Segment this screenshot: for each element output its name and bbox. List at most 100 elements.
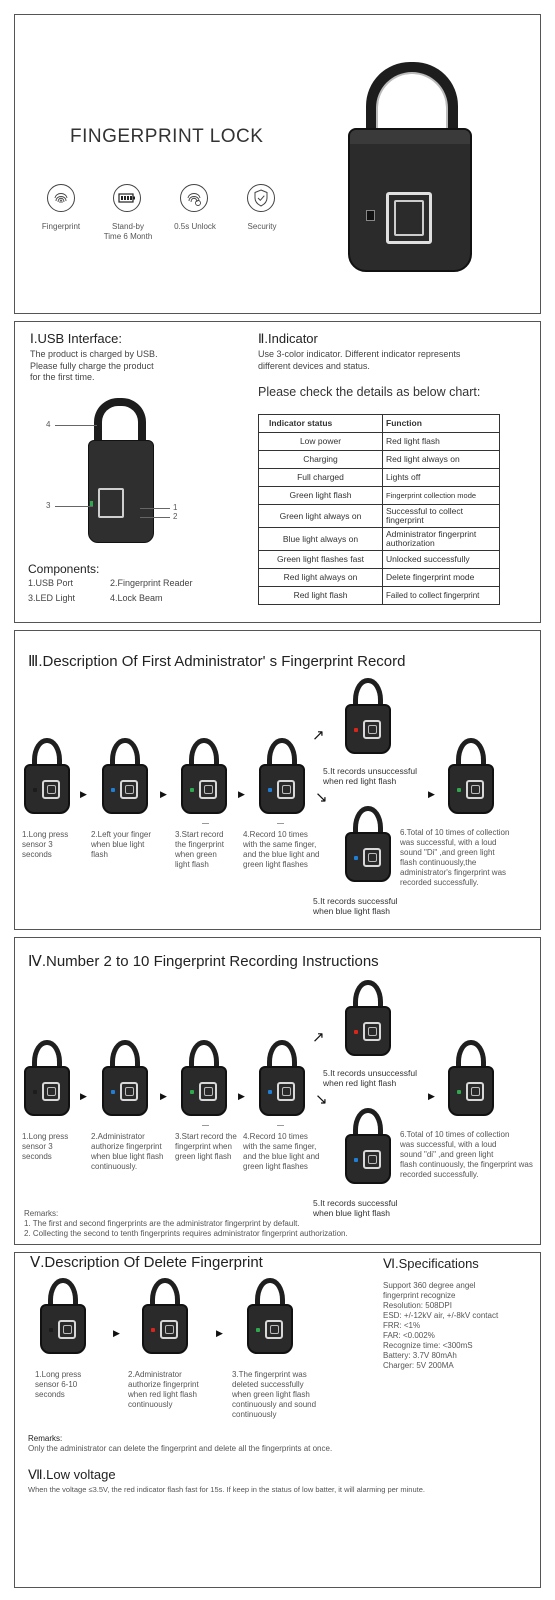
table-cell: Green light flash: [258, 486, 383, 505]
step-label: 1.Long press sensor 3 seconds: [22, 1132, 69, 1161]
fingerprint-icon: [47, 184, 75, 212]
table-cell: Full charged: [258, 468, 383, 487]
lock-step-3: [181, 1040, 227, 1116]
arrow-up-right-icon: ↗: [312, 727, 325, 744]
arrow-down-right-icon: ↘: [315, 789, 328, 806]
lock-success: [345, 1108, 391, 1184]
step-label: 1.Long press sensor 3 seconds: [22, 830, 69, 859]
feature-label-standby: Stand-by Time 6 Month: [103, 222, 153, 241]
hero-lock-image: [348, 62, 472, 272]
step-label: 5.It records unsuccessful when red light…: [323, 766, 418, 786]
lock-fail: [345, 980, 391, 1056]
delete-specs-panel: [14, 1252, 541, 1588]
dash: —: [202, 1122, 209, 1129]
callout-line-2: [140, 517, 170, 518]
next-arrow-icon: ▶: [238, 1091, 245, 1101]
specs-heading: Ⅵ.Specifications: [383, 1256, 479, 1271]
next-arrow-icon: ▶: [216, 1328, 223, 1338]
arrow-up-right-icon: ↗: [312, 1029, 325, 1046]
component-3: 3.LED Light: [28, 593, 76, 603]
section3-heading: Ⅲ.Description Of First Administrator' s …: [28, 653, 406, 670]
callout-4: 4: [46, 420, 51, 429]
lock-step-1: [24, 738, 70, 814]
lowvoltage-text: When the voltage ≤3.5V, the red indicato…: [28, 1485, 425, 1494]
table-cell: Low power: [258, 432, 383, 451]
step-label: 4.Record 10 times with the same finger, …: [243, 1132, 320, 1171]
step-label: 2.Administrator authorize fingerprint wh…: [128, 1370, 199, 1409]
step-label: 3.Start record the fingerprint when gree…: [175, 830, 224, 869]
step-label: 2.Administrator authorize fingerprint wh…: [91, 1132, 164, 1171]
table-cell: Administrator fingerprint authorization: [382, 527, 500, 551]
battery-icon: [113, 184, 141, 212]
lock-step-2: [102, 738, 148, 814]
table-cell: Red light always on: [382, 450, 500, 469]
lock-step-4: [259, 1040, 305, 1116]
indicator-text: Use 3-color indicator. Different indicat…: [258, 349, 461, 371]
step-label: 4.Record 10 times with the same finger, …: [243, 830, 320, 869]
next-arrow-icon: ▶: [80, 789, 87, 799]
arrow-down-right-icon: ↘: [315, 1091, 328, 1108]
first-admin-panel: [14, 630, 541, 930]
step-label: 5.It records successful when blue light …: [313, 1198, 398, 1218]
usb-indicator-panel: [14, 321, 541, 623]
dash: —: [202, 820, 209, 827]
feature-label-fingerprint: Fingerprint: [41, 222, 81, 231]
next-arrow-icon: ▶: [160, 789, 167, 799]
fingerprint-unlock-icon: [180, 184, 208, 212]
step-label: 5.It records unsuccessful when red light…: [323, 1068, 418, 1088]
section4-remarks: 1. The first and second fingerprints are…: [24, 1219, 348, 1238]
table-cell: Lights off: [382, 468, 500, 487]
table-cell: Green light always on: [258, 504, 383, 528]
table-cell: Green light flashes fast: [258, 550, 383, 569]
lock-step-4: [259, 738, 305, 814]
components-title: Components:: [28, 562, 100, 576]
callout-2: 2: [173, 512, 178, 521]
lock-delete-2: [142, 1278, 188, 1354]
table-cell: Fingerprint collection mode: [382, 486, 500, 505]
lock-final: [448, 738, 494, 814]
next-arrow-icon: ▶: [428, 1091, 435, 1101]
lock-fail: [345, 678, 391, 754]
step-label: 2.Left your finger when blue light flash: [91, 830, 152, 859]
step-label: 6.Total of 10 times of collection was su…: [400, 828, 510, 887]
usb-lock-image: [88, 398, 154, 543]
page-title: FINGERPRINT LOCK: [70, 126, 264, 147]
lock-success: [345, 806, 391, 882]
table-cell: Unlocked successfully: [382, 550, 500, 569]
step-label: 1.Long press sensor 6-10 seconds: [35, 1370, 82, 1399]
component-2: 2.Fingerprint Reader: [110, 578, 193, 588]
table-header-row: Indicator status Function: [258, 414, 500, 433]
table-cell: Blue light always on: [258, 527, 383, 551]
lock-delete-1: [40, 1278, 86, 1354]
indicator-heading: Ⅱ.Indicator: [258, 331, 318, 346]
shield-check-icon: [247, 184, 275, 212]
section4-remarks-title: Remarks:: [24, 1209, 59, 1218]
callout-line-1: [140, 508, 170, 509]
callout-1: 1: [173, 503, 178, 512]
table-cell: Red light flash: [382, 432, 500, 451]
next-arrow-icon: ▶: [238, 789, 245, 799]
next-arrow-icon: ▶: [428, 789, 435, 799]
step-label: 3.Start record the fingerprint when gree…: [175, 1132, 237, 1161]
feature-label-unlock: 0.5s Unlock: [174, 222, 216, 231]
table-cell: Red light flash: [258, 586, 383, 605]
lowvoltage-heading: Ⅶ.Low voltage: [28, 1467, 116, 1482]
component-4: 4.Lock Beam: [110, 593, 163, 603]
usb-text: The product is charged by USB. Please fu…: [30, 349, 158, 382]
step-label: 6.Total of 10 times of collection was su…: [400, 1130, 533, 1179]
specs-lines: Support 360 degree angel fingerprint rec…: [383, 1281, 499, 1370]
next-arrow-icon: ▶: [80, 1091, 87, 1101]
next-arrow-icon: ▶: [160, 1091, 167, 1101]
table-cell: Charging: [258, 450, 383, 469]
dash: —: [277, 1122, 284, 1129]
lock-step-1: [24, 1040, 70, 1116]
section4-heading: Ⅳ.Number 2 to 10 Fingerprint Recording I…: [28, 953, 379, 970]
next-arrow-icon: ▶: [113, 1328, 120, 1338]
